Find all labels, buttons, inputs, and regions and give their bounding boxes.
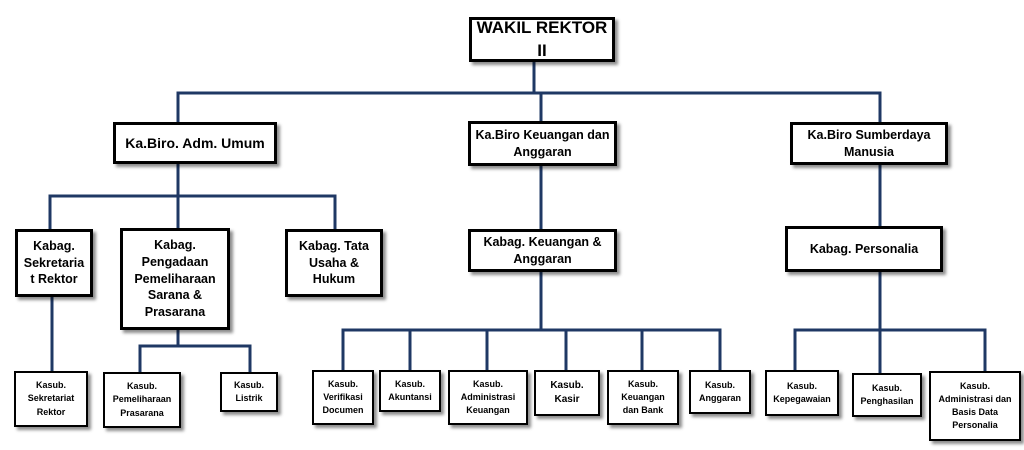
kasub-kasir-box: Kasub. Kasir: [534, 370, 600, 416]
kasub-administrasi-basis-data-personalia-box: Kasub. Administrasi dan Basis Data Perso…: [929, 371, 1021, 441]
kasub-sekretariat-rektor-box: Kasub. Sekretariat Rektor: [14, 371, 88, 427]
kasub-keuangan-bank-box: Kasub. Keuangan dan Bank: [607, 370, 679, 425]
kasub-penghasilan-box: Kasub. Penghasilan: [852, 373, 922, 417]
kabag-personalia-box: Kabag. Personalia: [785, 226, 943, 272]
kasub-kepegawaian-box: Kasub. Kepegawaian: [765, 370, 839, 416]
kasub-verifikasi-documen-box: Kasub. Verifikasi Documen: [312, 370, 374, 425]
kasub-listrik-box: Kasub. Listrik: [220, 372, 278, 412]
kasub-pemeliharaan-prasarana-box: Kasub. Pemeliharaan Prasarana: [103, 372, 181, 428]
wakil-rektor-ii-box: WAKIL REKTOR II: [469, 17, 615, 62]
kasub-anggaran-box: Kasub. Anggaran: [689, 370, 751, 414]
kabag-tata-usaha-hukum-box: Kabag. Tata Usaha & Hukum: [285, 229, 383, 297]
kabag-keuangan-anggaran-box: Kabag. Keuangan & Anggaran: [468, 229, 617, 272]
kabag-pengadaan-pemeliharaan-box: Kabag. Pengadaan Pemeliharaan Sarana & P…: [120, 228, 230, 330]
kabag-sekretariat-rektor-box: Kabag. Sekretaria t Rektor: [15, 229, 93, 297]
kasub-akuntansi-box: Kasub. Akuntansi: [379, 370, 441, 412]
biro-sumberdaya-manusia-box: Ka.Biro Sumberdaya Manusia: [790, 122, 948, 165]
biro-adm-umum-box: Ka.Biro. Adm. Umum: [113, 122, 277, 164]
biro-keuangan-anggaran-box: Ka.Biro Keuangan dan Anggaran: [468, 121, 617, 166]
kasub-administrasi-keuangan-box: Kasub. Administrasi Keuangan: [448, 370, 528, 425]
